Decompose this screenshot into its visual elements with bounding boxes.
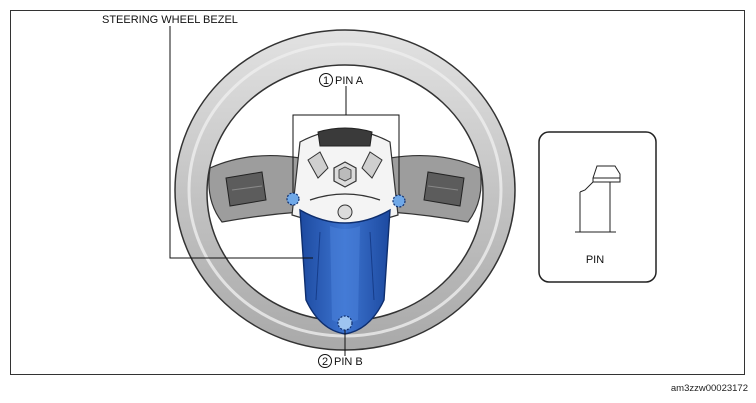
- label-pin-b-number: 2: [322, 356, 328, 368]
- label-pin-a: PIN A: [335, 75, 364, 87]
- steering-wheel-bezel: [299, 208, 391, 335]
- figure-code: am3zzw00023172: [670, 383, 748, 394]
- leader-lines: [169, 26, 400, 356]
- pin-a-right: [392, 194, 406, 208]
- pin-inset: PIN: [538, 131, 657, 283]
- pin-a-left: [286, 192, 300, 206]
- pin-inset-icon: [575, 165, 621, 233]
- wheel-hub: [291, 127, 399, 225]
- pin-b: [337, 315, 353, 331]
- label-pin-inset: PIN: [586, 254, 604, 266]
- label-steering-wheel-bezel: STEERING WHEEL BEZEL: [102, 14, 238, 26]
- label-pin-b: PIN B: [334, 356, 363, 368]
- label-pin-a-group: 1 PIN A: [319, 73, 364, 87]
- label-pin-a-number: 1: [323, 75, 329, 87]
- label-pin-b-group: 2 PIN B: [318, 354, 363, 368]
- wheel-spokes: [208, 154, 482, 223]
